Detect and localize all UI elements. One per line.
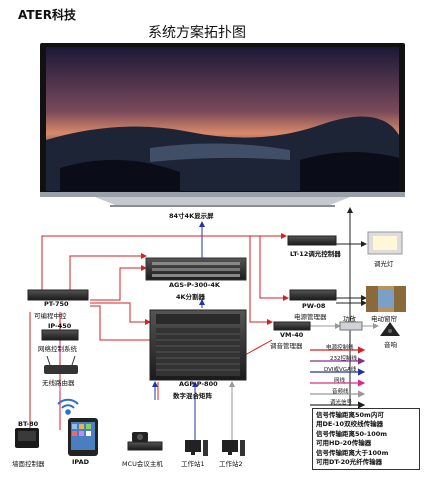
connection-lines [29,207,379,440]
splitter-sub-label: 4K分割器 [176,293,206,301]
note-line: 信号传输距离50m内可 [316,411,384,419]
pw08-sub-label: 电源管理器 [294,313,327,321]
vm40-device [273,321,311,331]
vm40-label: VM-40 [280,331,304,339]
lt12-device [287,235,337,246]
legend-network-label: 网线 [334,378,346,384]
pt750-device [27,289,89,301]
curtain-icon [366,286,406,312]
bt80-sub-label: 墙面控制器 [12,460,45,468]
lt12-label: LT-12调光控制器 [290,250,341,258]
dimmer-light-icon [367,231,403,255]
dimmer-light-label: 调光灯 [374,260,394,268]
ip450-sub-label: 网络控制系统 [38,345,77,353]
note-line: 可用HD-20传输器 [316,439,372,448]
legend-audio-label: 音频线 [332,389,349,395]
pw08-device [289,289,337,301]
note-line: 信号传输距离大于100m [316,448,389,457]
splitter-device [145,257,247,281]
vm40-sub-label: 调音管理器 [270,342,303,350]
ip450-device [41,329,79,341]
note-line: 信号传输距离50-100m [316,429,388,438]
matrix-label: AGP-P-800 [179,380,218,388]
pt750-sub-label: 可编程中控 [34,312,67,320]
wifi-icon [57,398,79,415]
ipad-label: IPAD [72,458,90,466]
page-title: 系统方案拓扑图 [148,25,246,41]
legend-power-label: 电源控制线 [326,345,354,351]
pw08-label: PW-08 [302,302,326,310]
mcu-label: MCU会议主机 [122,460,163,468]
matrix-sub-label: 数字混合矩阵 [173,392,212,400]
transmission-notes: 信号传输距离50m内可 用DE-10双绞线传输器 信号传输距离50-100m 可… [312,408,420,470]
matrix-device [149,309,247,381]
ws1-label: 工作站1 [181,460,205,468]
speaker-label: 音响 [384,341,397,349]
legend-232-label: 232控制线 [330,356,357,362]
amp-label: 功放 [343,315,356,323]
workstation-2-icon [222,440,245,456]
workstation-1-icon [185,440,208,456]
legend-dimming-label: 调光信号 [330,400,353,406]
ipad-icon [68,418,98,456]
router-icon [44,355,78,374]
note-line: 可用DT-20光纤传输器 [316,458,383,467]
mcu-device [127,432,163,451]
note-line: 用DE-10双绞线传输器 [316,420,384,429]
pt750-label: PT-750 [44,300,69,308]
bt80-device [15,428,39,448]
ws2-label: 工作站2 [219,460,243,468]
legend-dvi-label: DVI或VGA线 [324,367,357,373]
speaker-icon [380,322,400,336]
ip450-label: IP-450 [48,322,72,330]
amp-device [339,321,363,331]
tv-display [40,43,405,207]
curtain-label: 电动窗帘 [371,315,397,323]
display-label: 84寸4K显示屏 [169,212,214,220]
bt80-label: BT-80 [18,420,39,428]
splitter-label: AGS-P-300-4K [169,281,220,289]
router-label: 无线路由器 [42,379,75,387]
brand-logo: ATER科技 [18,8,76,22]
legend-lines [310,346,366,409]
